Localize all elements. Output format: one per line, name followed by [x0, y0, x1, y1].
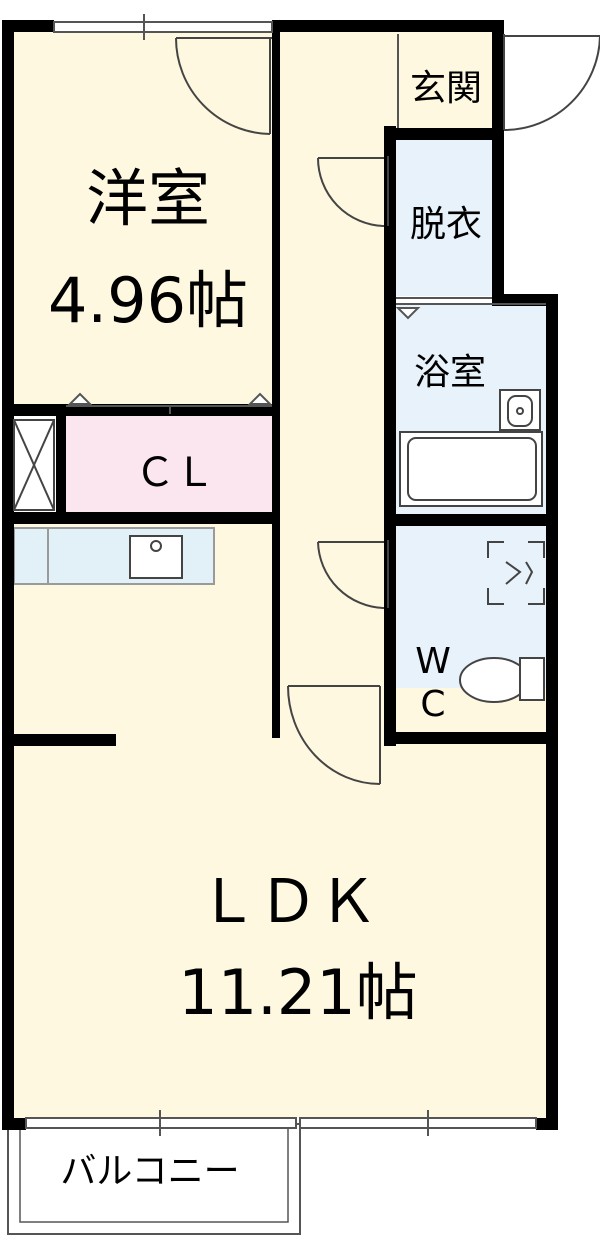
closet-door-marker-right — [247, 392, 273, 405]
wall-right-upper — [492, 20, 504, 300]
entrance-area — [388, 28, 496, 132]
wall-closet-bottom — [2, 512, 280, 524]
closet-label: ＣＬ — [135, 450, 215, 496]
western-room-size: 4.96帖 — [48, 264, 248, 337]
wall-bottom-right — [536, 1118, 558, 1130]
wall-top-left — [2, 20, 54, 32]
windows — [25, 14, 537, 1136]
sliding-window-icon — [53, 21, 273, 33]
swing-door-icon — [317, 156, 389, 227]
wall-wc-bottom — [384, 732, 556, 744]
balcony-label: バルコニー — [60, 1151, 239, 1192]
closet-door-marker-left — [67, 392, 93, 405]
wall-west-hall — [272, 32, 280, 738]
storage-cross-icon — [13, 419, 55, 511]
toilet-label-c: C — [420, 684, 445, 725]
wall-storage-divider — [56, 412, 66, 518]
wall-ldk-stub — [2, 734, 116, 746]
swing-door-icon — [175, 37, 272, 135]
wall-top-mid — [272, 20, 504, 32]
wall-bottom-left — [2, 1118, 26, 1130]
wall-right — [546, 294, 558, 1130]
hall-lower-area — [278, 688, 388, 738]
swing-door-icon — [503, 34, 600, 131]
washer-space-icon — [487, 541, 545, 605]
partitions — [66, 34, 546, 414]
wall-entrance-bottom — [384, 128, 504, 140]
swing-door-icon — [317, 540, 389, 609]
toilet-label-w: W — [415, 641, 451, 682]
wall-bath-wc — [384, 514, 556, 526]
bathroom-label: 浴室 — [414, 352, 486, 393]
bathtub-icon — [399, 431, 543, 507]
kitchen-counter — [13, 527, 215, 585]
balcony-area — [7, 1123, 301, 1235]
ldk-size: 11.21帖 — [178, 956, 418, 1029]
closet-area — [66, 416, 272, 512]
labels: 洋室 4.96帖 玄関 脱衣 浴室 ＣＬ W C ＬＤＫ 11.21帖 バルコニ… — [48, 68, 486, 1192]
sink-icon — [129, 535, 183, 579]
wall-hall-right — [384, 126, 396, 746]
toilet-icon — [459, 657, 545, 703]
western-room-label: 洋室 — [86, 162, 210, 235]
dressing-label: 脱衣 — [410, 204, 482, 245]
ldk-area-lower — [12, 688, 550, 1118]
dressing-area — [394, 138, 494, 296]
entrance-label: 玄関 — [410, 68, 482, 109]
washbasin-icon — [499, 389, 541, 431]
doors — [175, 34, 600, 785]
western-room-area — [12, 28, 278, 410]
bath-door-marker — [395, 307, 421, 320]
ldk-label: ＬＤＫ — [198, 867, 378, 937]
wall-left — [2, 20, 14, 1130]
fixtures — [13, 389, 545, 703]
swing-door-icon — [287, 685, 381, 785]
hallway-area — [278, 28, 388, 688]
sliding-window-icon — [299, 1117, 537, 1129]
